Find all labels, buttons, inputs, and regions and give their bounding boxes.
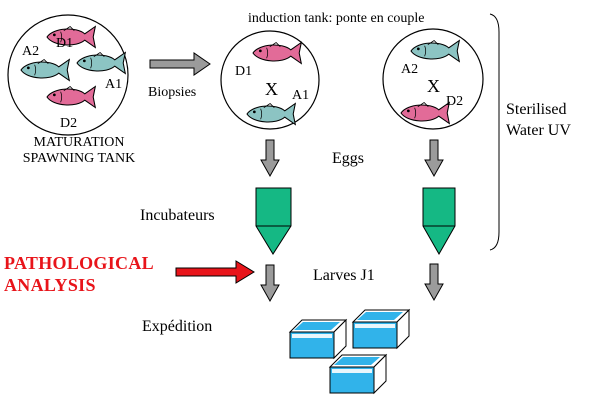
eggs-arrow-2 [424, 139, 444, 178]
larves-arrow-1 [260, 264, 280, 303]
sterilised-label: Sterilised Water UV [506, 101, 571, 139]
biopsies-label: Biopsies [148, 85, 197, 100]
pair1-label-a1: A1 [292, 88, 310, 103]
pathology-arrow [175, 260, 255, 284]
biopsies-arrow [149, 52, 211, 76]
transport-tank-1-icon [289, 319, 347, 359]
pathological-analysis-label: PATHOLOGICAL ANALYSIS [4, 253, 154, 295]
pair1-cross: X [265, 79, 278, 99]
eggs-arrow-1 [260, 139, 280, 178]
pair2-label-d2: D2 [446, 94, 464, 109]
larves-label: Larves J1 [313, 267, 375, 284]
pair2-label-a2: A2 [401, 62, 419, 77]
incubator-1-icon [255, 187, 292, 255]
incubateurs-label: Incubateurs [140, 207, 215, 224]
label-a1: A1 [105, 77, 123, 92]
incubator-2-icon [422, 187, 456, 256]
label-d2: D2 [60, 116, 78, 131]
label-d1: D1 [56, 36, 74, 51]
larves-arrow-2 [424, 263, 444, 302]
induction-tank-label: induction tank: ponte en couple [248, 11, 425, 26]
eggs-label: Eggs [332, 150, 364, 167]
maturation-tank-label: MATURATION SPAWNING TANK [22, 135, 136, 167]
pair1-label-d1: D1 [235, 64, 253, 79]
expedition-label: Expédition [142, 318, 213, 335]
transport-tank-3-icon [329, 354, 387, 394]
sterilised-bracket [489, 13, 500, 251]
transport-tank-2-icon [352, 309, 410, 349]
label-a2: A2 [22, 44, 40, 59]
pair2-cross: X [427, 76, 440, 96]
